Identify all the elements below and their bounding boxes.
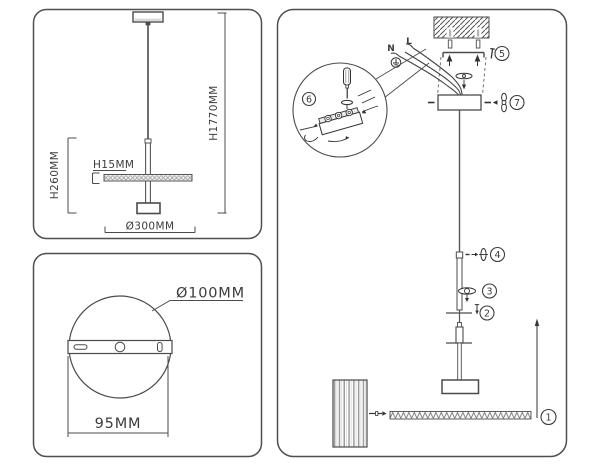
wing-nut-icon (492, 92, 507, 113)
screwdriver-icon (343, 67, 351, 99)
rod-upper (456, 257, 463, 311)
alignment-dashes (437, 56, 487, 96)
rod-cap (457, 322, 462, 328)
mount-bracket-bar (67, 339, 173, 355)
callout-2-badge: 2 (479, 305, 495, 321)
canopy (132, 11, 164, 26)
dim-canopy-diameter-label: Ø100MM (176, 286, 245, 302)
callout-7-badge: 7 (509, 94, 525, 111)
small-screw-icon (474, 304, 480, 315)
wire-live-label: L (406, 37, 412, 47)
canopy-install (437, 94, 482, 111)
rod-coupler (455, 251, 464, 259)
panel-install: 5 N L 6 (272, 4, 572, 462)
dim-disc-thickness (92, 170, 126, 184)
slot-hole (73, 344, 88, 350)
anchor-screw-icon (475, 39, 481, 49)
svg-text:3: 3 (486, 286, 492, 297)
supply-wires (390, 43, 463, 96)
panel-side-view: H1770MM H260MM H15MM Ø300MM (28, 4, 268, 244)
wing-screw-side-icon (465, 248, 488, 261)
callout-5-badge: 5 (494, 45, 510, 62)
dim-disc-diameter (104, 226, 196, 233)
terminal-screw-icon (341, 99, 353, 109)
wing-screw-top-icon (455, 72, 473, 90)
terminal-wires (299, 89, 379, 143)
ground-symbol-icon (390, 57, 402, 68)
rod-stem (457, 342, 462, 381)
detail-leader-lines (375, 48, 430, 99)
callout-3-badge: 3 (481, 283, 498, 299)
crystal-disc (103, 174, 193, 182)
dim-fixture-height-label: H260MM (49, 151, 61, 199)
dim-hole-spacing (67, 356, 169, 437)
svg-text:6: 6 (306, 94, 312, 105)
lamp-cylinder (441, 379, 480, 395)
rod (144, 138, 152, 204)
butterfly-screw-icon (458, 287, 476, 302)
dim-canopy-diameter-leader (151, 300, 243, 312)
side-hole (157, 342, 163, 352)
panel-top-view: Ø100MM 95MM (28, 248, 268, 462)
terminal-detail-bubble (292, 62, 388, 158)
svg-text:4: 4 (494, 250, 500, 261)
driver-cylinder (136, 202, 161, 215)
wire-neutral-label: N (387, 44, 395, 54)
crystal-roll (332, 379, 368, 448)
dim-hole-spacing-label: 95MM (95, 416, 142, 432)
terminal-block (318, 107, 364, 136)
anchor-screw-icon (447, 39, 453, 49)
svg-text:5: 5 (499, 49, 505, 60)
dim-disc-thickness-label: H15MM (93, 159, 134, 171)
callout-4-badge: 4 (489, 246, 506, 263)
crystal-strip (389, 411, 532, 420)
dim-fixture-height (67, 137, 77, 214)
callout-6-badge: 6 (301, 91, 317, 107)
direction-arrow-up (534, 318, 540, 418)
center-hole (114, 341, 126, 353)
mount-plate (442, 51, 485, 58)
insert-arrow-icon (369, 411, 387, 416)
dim-overall-height (217, 12, 227, 214)
ceiling-hatch (433, 16, 490, 49)
callout-1-badge: 1 (540, 408, 557, 426)
plate-screw-icon (446, 54, 481, 66)
svg-text:7: 7 (514, 98, 520, 109)
svg-text:2: 2 (484, 308, 490, 319)
dim-overall-height-label: H1770MM (208, 85, 220, 141)
dim-disc-diameter-label: Ø300MM (126, 221, 175, 233)
rod-lower (455, 326, 464, 344)
screw-icon (490, 47, 496, 59)
svg-text:1: 1 (545, 412, 551, 423)
